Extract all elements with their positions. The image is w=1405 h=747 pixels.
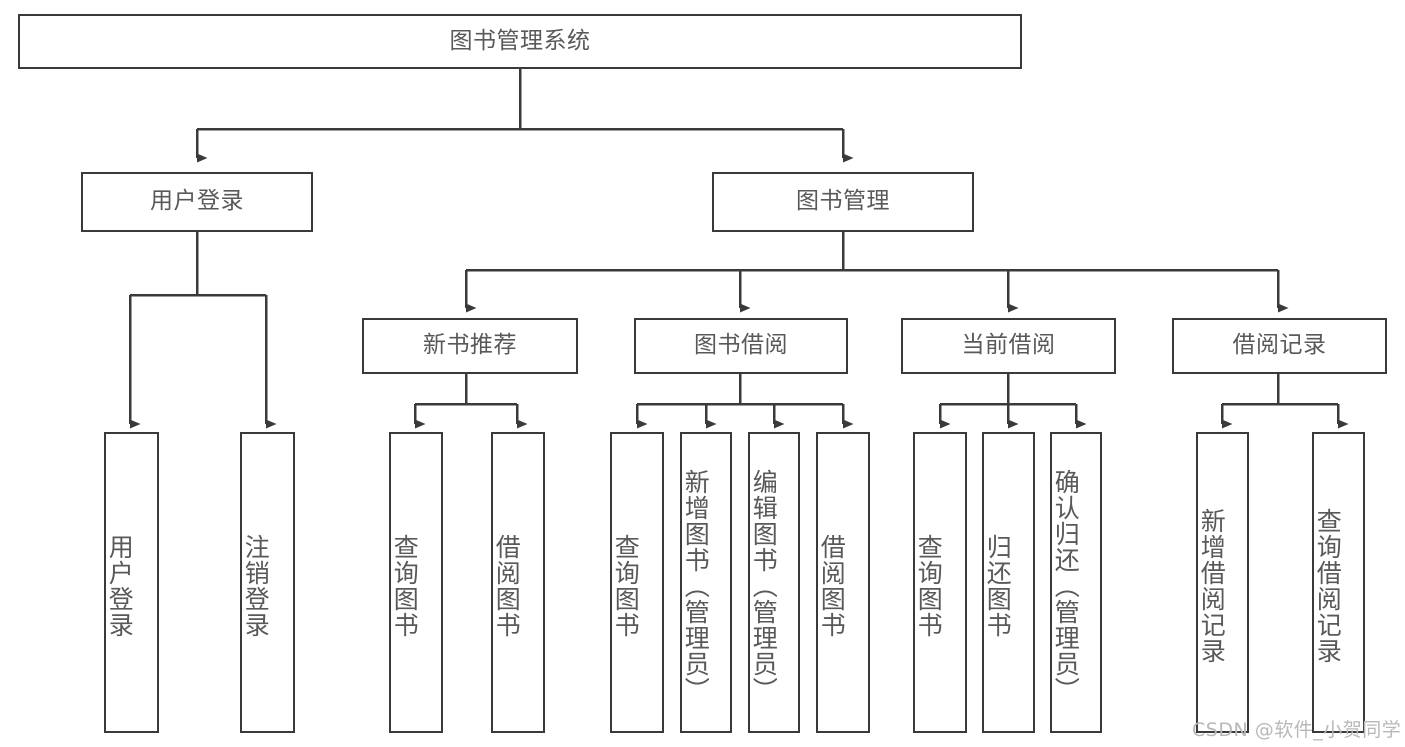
node-book-management[interactable]: 图书管理: [712, 172, 974, 232]
node-label: 图书借阅: [694, 332, 788, 359]
leaf-book-borrow-query[interactable]: 查询图书: [610, 432, 664, 733]
node-label: 借阅图书: [817, 533, 847, 638]
node-label: 归还图书: [983, 533, 1013, 638]
leaf-new-book-query[interactable]: 查询图书: [389, 432, 443, 733]
leaf-user-login-logout[interactable]: 注销登录: [240, 432, 295, 733]
node-label: 查询图书: [914, 533, 944, 638]
leaf-current-borrow-return[interactable]: 归还图书: [982, 432, 1035, 733]
leaf-current-borrow-confirm-return[interactable]: 确认归还（管理员）: [1050, 432, 1102, 733]
leaf-current-borrow-query[interactable]: 查询图书: [913, 432, 967, 733]
node-label: 借阅图书: [492, 533, 522, 638]
leaf-borrow-record-add[interactable]: 新增借阅记录: [1196, 432, 1249, 733]
node-label: 当前借阅: [961, 332, 1056, 359]
node-root-book-management-system[interactable]: 图书管理系统: [18, 14, 1022, 69]
node-current-borrow[interactable]: 当前借阅: [901, 318, 1116, 374]
node-label: 借阅记录: [1232, 332, 1327, 359]
leaf-user-login-login[interactable]: 用户登录: [104, 432, 159, 733]
leaf-new-book-borrow[interactable]: 借阅图书: [491, 432, 545, 733]
node-label: 新书推荐: [423, 332, 517, 359]
node-label: 用户登录: [105, 533, 135, 638]
node-label: 确认归还（管理员）: [1051, 468, 1081, 703]
node-label: 查询图书: [390, 533, 420, 638]
leaf-borrow-record-query[interactable]: 查询借阅记录: [1312, 432, 1365, 733]
node-user-login[interactable]: 用户登录: [81, 172, 313, 232]
node-label: 注销登录: [241, 533, 271, 638]
node-label: 查询借阅记录: [1313, 507, 1343, 664]
node-label: 用户登录: [150, 188, 244, 215]
node-new-book-recommend[interactable]: 新书推荐: [362, 318, 578, 374]
node-label: 编辑图书（管理员）: [749, 468, 779, 703]
node-book-borrow[interactable]: 图书借阅: [634, 318, 848, 374]
leaf-book-borrow-add[interactable]: 新增图书（管理员）: [680, 432, 732, 733]
node-label: 图书管理系统: [449, 27, 591, 54]
node-borrow-record[interactable]: 借阅记录: [1172, 318, 1387, 374]
node-label: 新增图书（管理员）: [681, 468, 711, 703]
node-label: 图书管理: [796, 188, 890, 215]
leaf-book-borrow-borrow[interactable]: 借阅图书: [816, 432, 870, 733]
node-label: 新增借阅记录: [1197, 507, 1227, 664]
leaf-book-borrow-edit[interactable]: 编辑图书（管理员）: [748, 432, 800, 733]
node-label: 查询图书: [611, 533, 641, 638]
